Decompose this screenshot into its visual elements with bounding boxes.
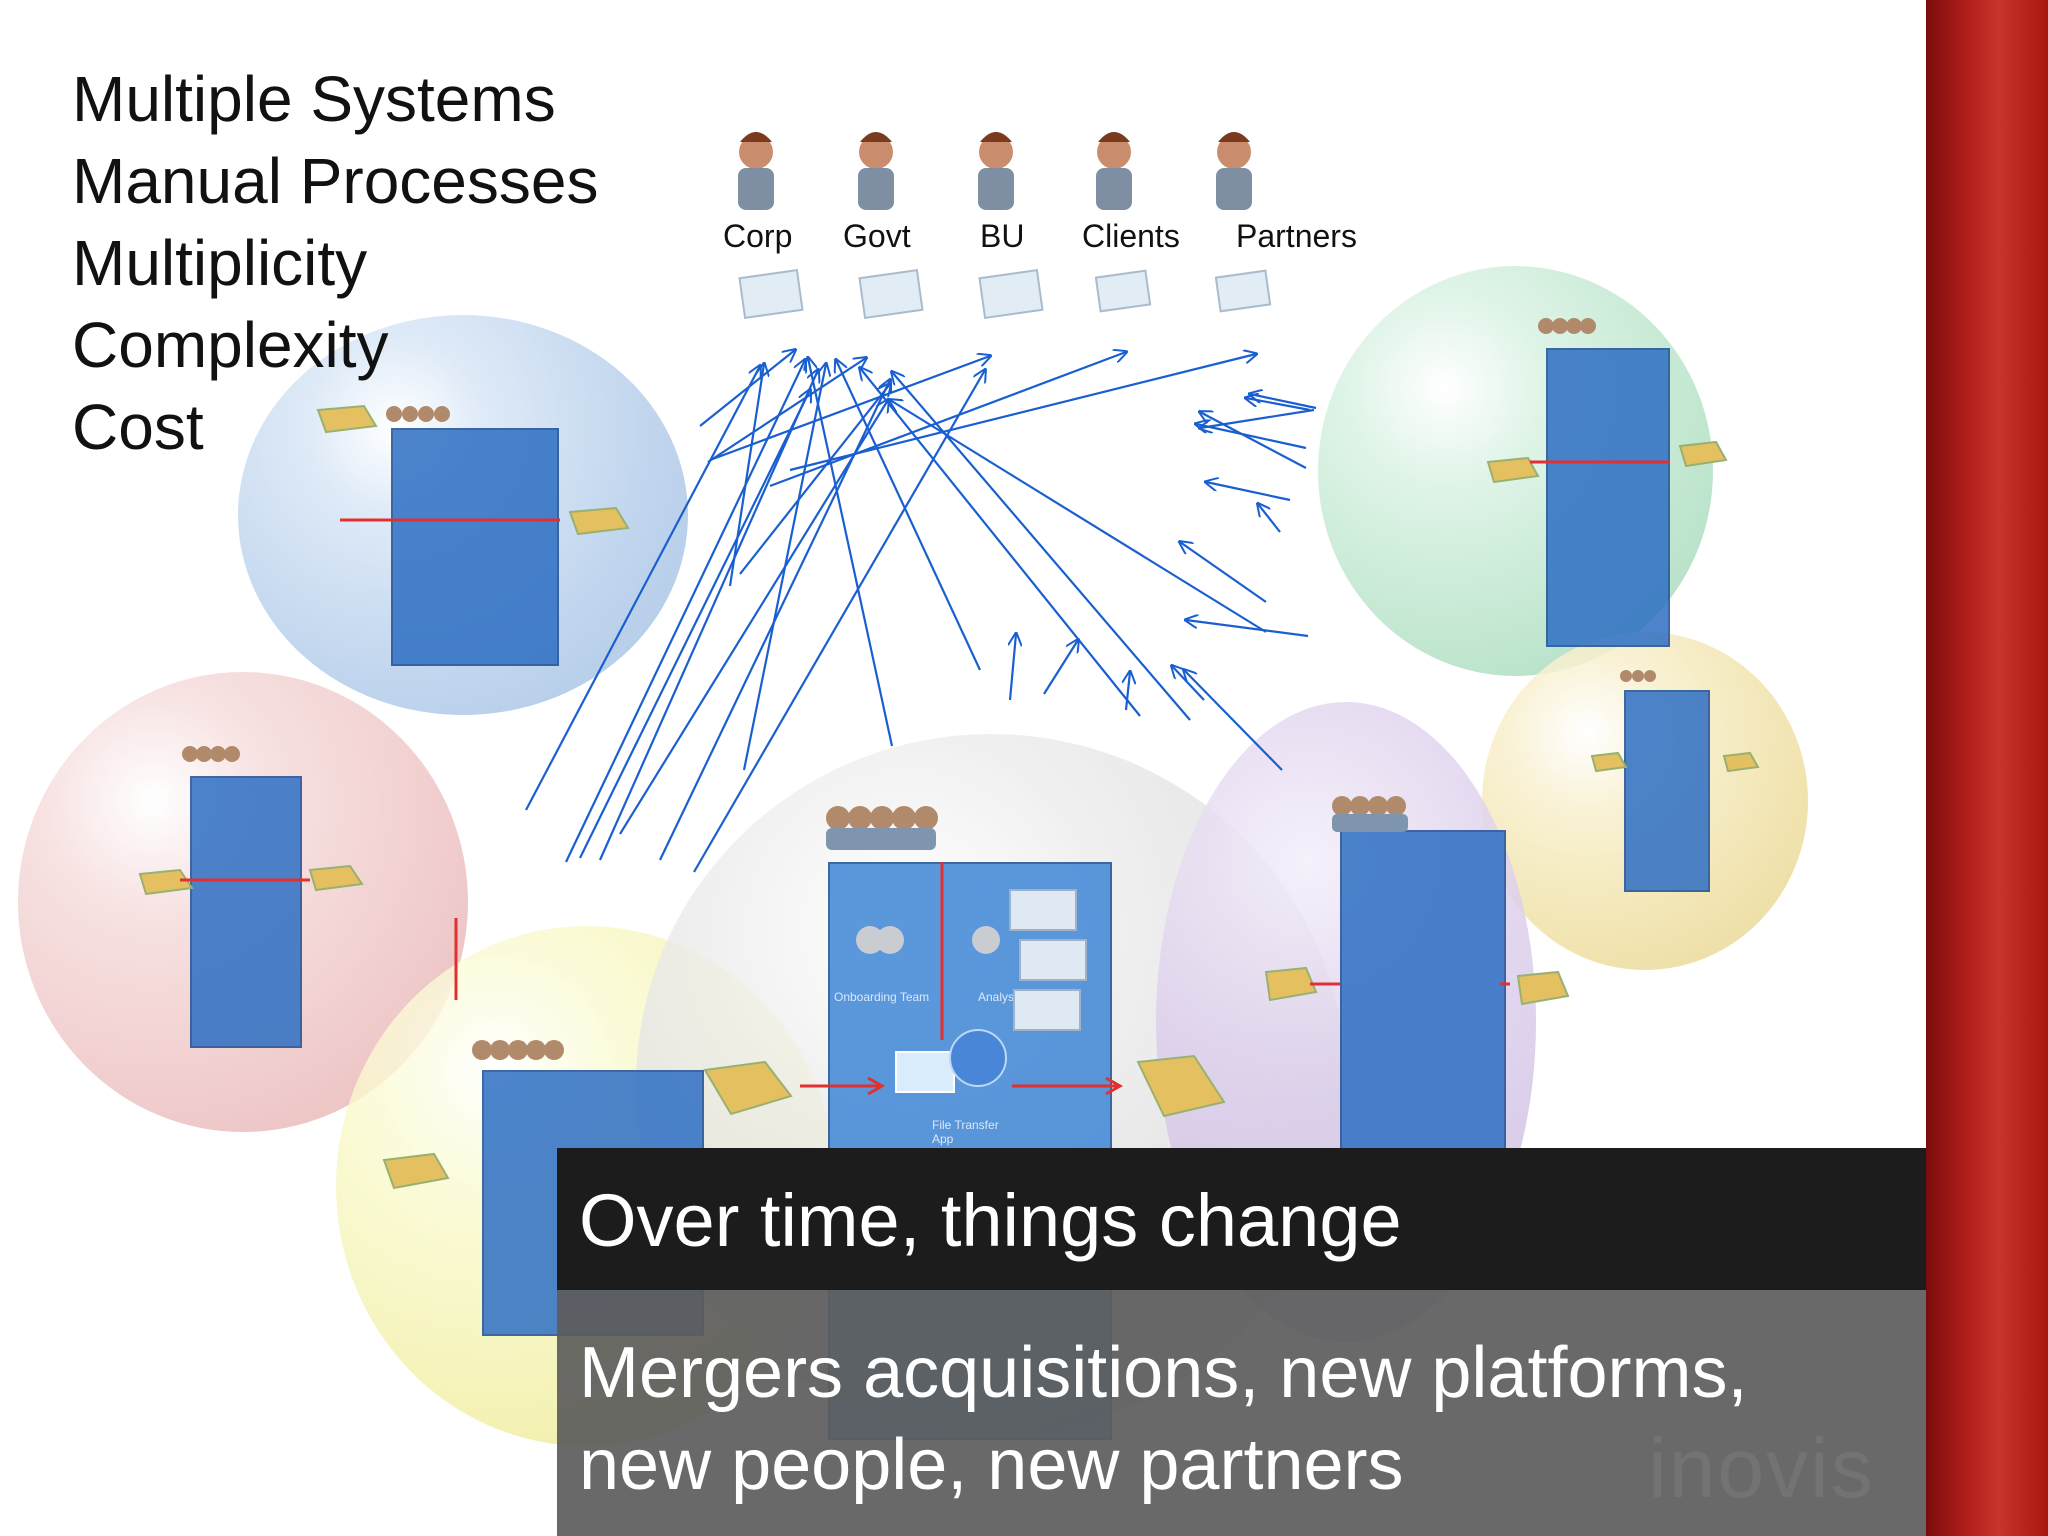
bullet-item: Manual Processes (72, 145, 599, 217)
person-icon (858, 132, 894, 210)
caption-body-line-2: new people, new partners (579, 1425, 1404, 1505)
caption-body-box: Mergers acquisitions, new platforms, new… (557, 1290, 1926, 1536)
stakeholder-label-corp: Corp (723, 218, 793, 254)
bullet-item: Cost (72, 391, 204, 463)
system-panel-pink (190, 776, 302, 1048)
person-icon (978, 132, 1014, 210)
person-icon (1096, 132, 1132, 210)
stakeholder-label-clients: Clients (1082, 218, 1180, 254)
bullet-list: Multiple Systems Manual Processes Multip… (72, 58, 598, 468)
documents-icon (738, 269, 1272, 319)
bullet-item: Multiplicity (72, 227, 368, 299)
analyst-label: Analyst (978, 990, 1018, 1004)
red-band-decoration (1926, 0, 2048, 1536)
stakeholder-label-bu: BU (980, 218, 1025, 254)
system-panel-green (1546, 348, 1670, 647)
stakeholder-label-partners: Partners (1236, 218, 1357, 254)
bullet-item: Complexity (72, 309, 389, 381)
folder-icon-group (138, 404, 1760, 1190)
stakeholder-label-govt: Govt (843, 218, 911, 254)
person-icon (1216, 132, 1252, 210)
bullet-item: Multiple Systems (72, 63, 556, 135)
onboarding-team-label: Onboarding Team (834, 990, 930, 1004)
system-panel-blue (391, 428, 559, 666)
file-transfer-label: File Transfer App (932, 1118, 999, 1146)
caption-body-line-1: Mergers acquisitions, new platforms, (579, 1333, 1748, 1413)
inovis-logo: inovis (1648, 1421, 1875, 1515)
system-panel-gold (1624, 690, 1710, 892)
person-icon-group (182, 318, 1656, 1060)
caption-title-box: Over time, things change (557, 1148, 1926, 1290)
caption-title: Over time, things change (579, 1179, 1402, 1262)
person-icon (738, 132, 774, 210)
